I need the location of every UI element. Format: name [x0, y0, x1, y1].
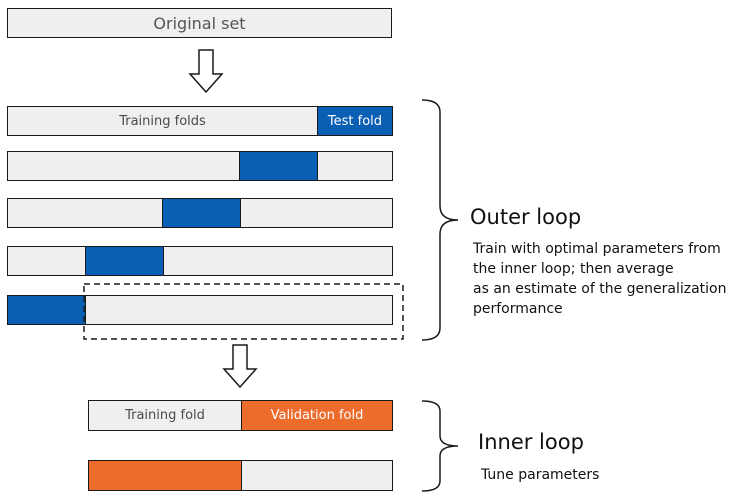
outer-split-4	[7, 246, 393, 276]
outer-loop-title: Outer loop	[470, 205, 582, 229]
down-arrow-icon	[222, 344, 258, 389]
inner-loop-brace	[421, 400, 459, 492]
test-fold-segment	[85, 247, 163, 275]
test-fold-segment	[162, 199, 240, 227]
original-set-label: Original set	[8, 9, 391, 37]
outer-loop-description-4: performance	[473, 301, 563, 317]
inner-split-2	[88, 460, 393, 491]
outer-loop-brace	[421, 99, 459, 341]
outer-split-1: Training folds Test fold	[7, 106, 393, 136]
training-segment	[8, 247, 85, 275]
outer-loop-description-1: Train with optimal parameters from	[473, 241, 721, 257]
outer-split-3	[7, 198, 393, 228]
outer-split-5	[7, 295, 393, 325]
inner-split-1: Training fold Validation fold	[88, 400, 393, 431]
training-segment	[8, 199, 162, 227]
test-fold-segment	[8, 296, 85, 324]
outer-split-2	[7, 151, 393, 181]
inner-loop-title: Inner loop	[478, 430, 584, 454]
training-segment	[240, 199, 392, 227]
original-set-bar: Original set	[7, 8, 392, 38]
training-segment	[317, 152, 392, 180]
down-arrow-icon	[188, 49, 224, 94]
training-segment	[85, 296, 392, 324]
training-fold-segment: Training fold	[89, 401, 241, 430]
inner-loop-description: Tune parameters	[481, 467, 600, 483]
training-folds-segment: Training folds	[8, 107, 317, 135]
training-fold-segment	[241, 461, 392, 490]
training-segment	[163, 247, 392, 275]
dashed-selection-box	[83, 283, 404, 340]
validation-fold-segment	[89, 461, 241, 490]
training-segment	[8, 152, 239, 180]
outer-loop-description-2: the inner loop; then average	[473, 261, 674, 277]
test-fold-segment	[239, 152, 317, 180]
validation-fold-segment: Validation fold	[241, 401, 392, 430]
outer-loop-description-3: as an estimate of the generalization	[473, 281, 727, 297]
test-fold-segment: Test fold	[317, 107, 392, 135]
